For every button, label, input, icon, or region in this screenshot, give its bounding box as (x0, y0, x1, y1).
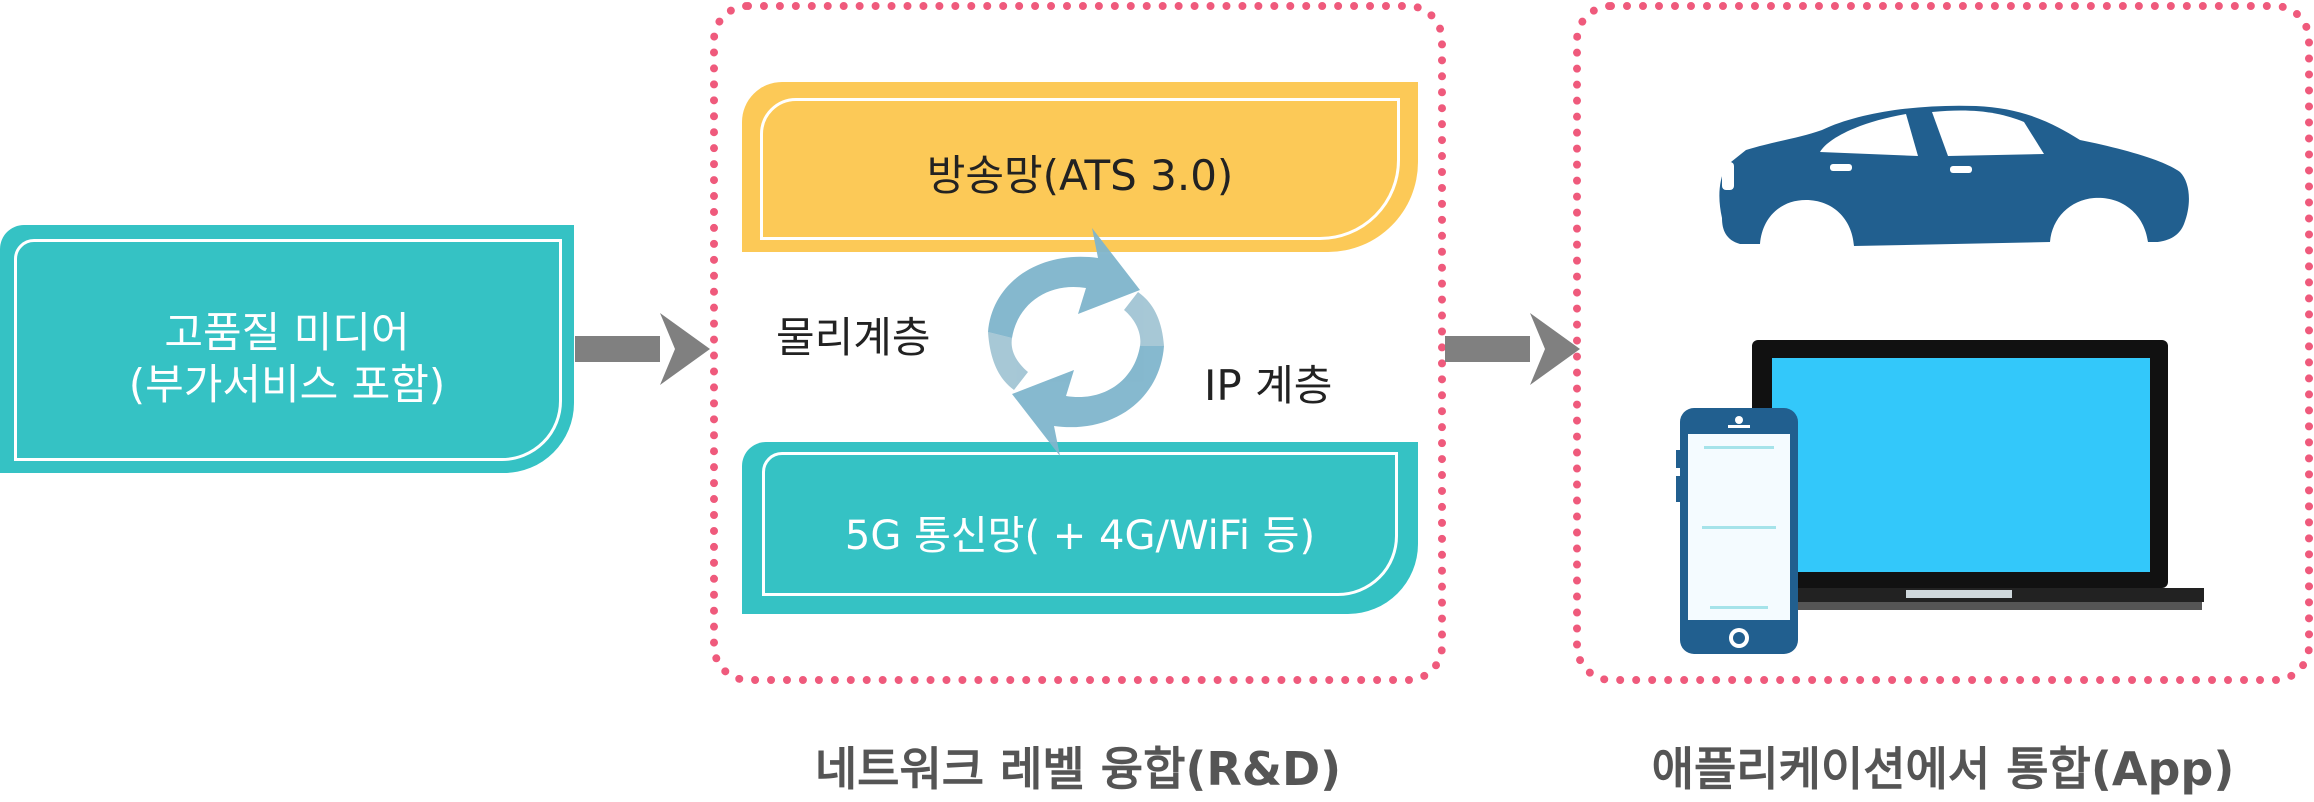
phone-icon (1676, 408, 1798, 654)
network-level-caption: 네트워크 레벨 융합(R&D) (814, 742, 1342, 796)
exchange-cycle-icon (988, 228, 1164, 456)
arrow-right-icon (575, 313, 710, 385)
physical-layer-label: 물리계층 (776, 313, 931, 362)
ip-layer-label: IP 계층 (1204, 361, 1333, 410)
broadcast-network-box-border (760, 98, 1400, 240)
application-level-caption: 애플리케이션에서 통합(App) (1651, 742, 2235, 796)
car-icon (1719, 105, 2189, 270)
telecom-network-box-border (762, 452, 1398, 596)
laptop-icon (1752, 340, 2204, 610)
network-level-frame (710, 2, 1446, 684)
source-media-box-border (14, 239, 562, 461)
application-level-frame (1573, 2, 2313, 684)
source-media-line1: 고품질 미디어 (164, 308, 410, 357)
broadcast-network-box: 방송망(ATS 3.0) (742, 82, 1418, 252)
telecom-network-box: 5G 통신망( + 4G/WiFi 등) (742, 442, 1418, 614)
source-media-text: 고품질 미디어 (부가서비스 포함) (0, 307, 574, 411)
source-media-line2: (부가서비스 포함) (128, 360, 446, 409)
arrow-right-icon (1445, 313, 1580, 385)
telecom-network-label: 5G 통신망( + 4G/WiFi 등) (844, 513, 1316, 559)
broadcast-network-label: 방송망(ATS 3.0) (926, 151, 1234, 200)
source-media-box: 고품질 미디어 (부가서비스 포함) (0, 225, 574, 473)
